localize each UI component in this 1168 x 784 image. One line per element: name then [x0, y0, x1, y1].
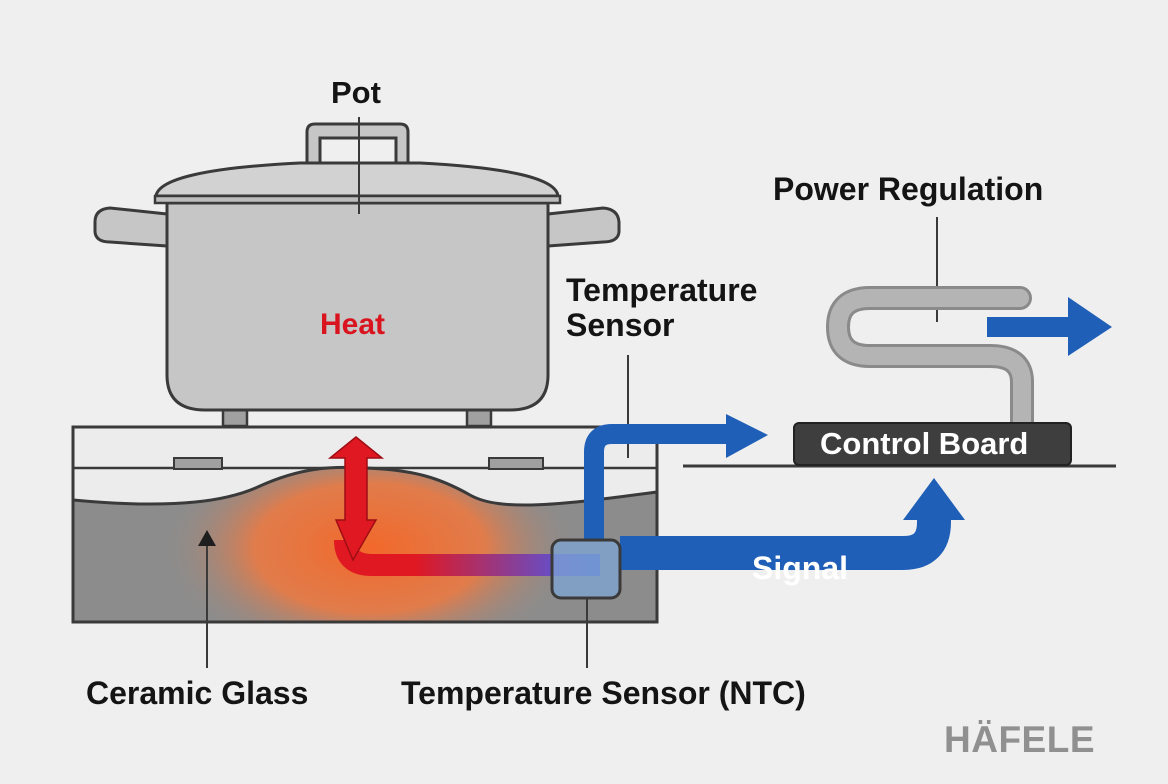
pot-body [165, 201, 550, 412]
cooktop-foot-right [488, 457, 544, 470]
control-board-label: Control Board [820, 426, 1029, 461]
pot-label: Pot [331, 75, 381, 110]
pot-handle-right [547, 206, 621, 248]
heat-double-arrow [327, 436, 385, 562]
sensor-upward-path [584, 424, 728, 540]
output-arrow [987, 297, 1112, 356]
cooktop-foot-left [173, 457, 223, 470]
pot-handle-left [93, 206, 168, 248]
signal-label: Signal [752, 550, 849, 586]
heat-label: Heat [320, 308, 386, 341]
sensor-arrow-head [726, 414, 768, 458]
power-regulation-coil [826, 286, 1034, 437]
ceramic-glass-pointer-arrow [198, 530, 216, 546]
pot-lid-rim [153, 194, 562, 205]
ntc-sensor [550, 538, 622, 600]
pot-lid-handle [305, 122, 410, 165]
pot-lid [154, 161, 560, 198]
ceramic-glass-label: Ceramic Glass [86, 675, 309, 711]
power-regulation-label: Power Regulation [773, 171, 1044, 207]
signal-arrow-head [903, 478, 965, 520]
signal-path [620, 518, 951, 570]
temperature-sensor-label: Temperature Sensor [566, 272, 758, 343]
coil-tube [829, 289, 1031, 434]
ntc-sensor-label: Temperature Sensor (NTC) [401, 675, 806, 711]
hafele-logo: HÄFELE [944, 719, 1095, 760]
pot [93, 122, 621, 428]
control-board [793, 422, 1072, 466]
